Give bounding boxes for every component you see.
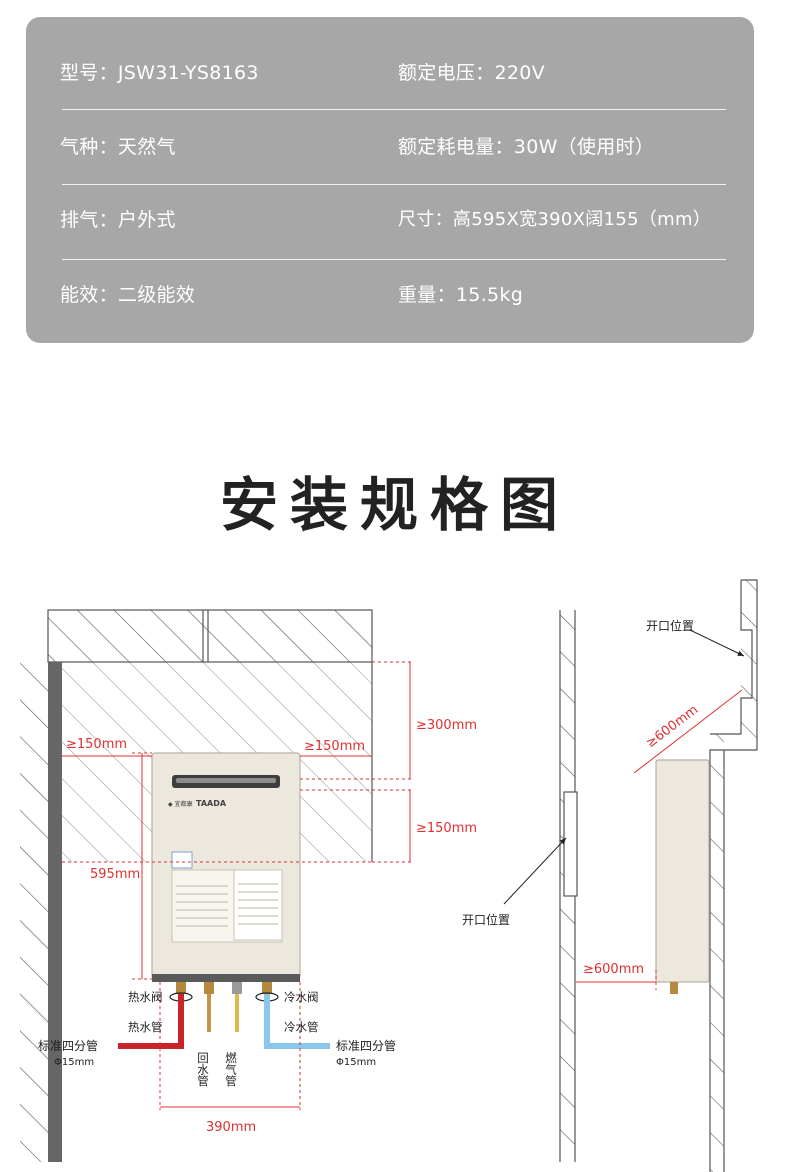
pipes [118,994,330,1049]
std-pipe-right-label: 标准四分管 [336,1038,396,1053]
arrow-opening-top [689,629,745,657]
cold-water-pipe [264,994,330,1049]
cold-fitting [262,982,272,994]
spec-efficiency: 能效：二级能效 [60,284,196,306]
left-wall-hatch [20,662,48,1162]
spec-exhaust: 排气：户外式 [60,209,176,231]
spec-weight: 重量：15.5kg [398,284,524,306]
side-wall-right-hatch [741,580,757,750]
energy-label [171,851,193,869]
cold-pipe-label: 冷水管 [284,1020,319,1034]
return-pipe-label: 回水管 [196,1052,210,1087]
water-heater-side [655,759,710,983]
side-view [559,579,758,1172]
hot-fitting [176,982,186,994]
spec-gas: 气种：天然气 [60,136,176,158]
brand-label: TAADA [196,799,227,808]
spec-divider [62,259,726,260]
wall-opening-left [563,791,578,897]
height-label: 595mm [90,867,140,882]
spec-voltage: 额定电压：220V [398,62,545,84]
clear-left-label: ≥150mm [66,737,127,752]
spec-power: 额定耗电量：30W（使用时） [398,136,655,158]
spec-divider [62,109,726,110]
spec-divider [62,184,726,185]
opening-left-label: 开口位置 [462,912,510,927]
hot-water-pipe [118,994,184,1049]
installation-diagram: ◆ 宜都康 TAADA [20,579,758,1172]
top-beam [47,609,373,663]
exhaust-vent-slot [176,778,276,783]
clear-top-label: ≥300mm [416,718,477,733]
gas-pipe-label: 燃气管 [224,1051,238,1087]
dia-right-label: Φ15mm [336,1057,376,1068]
water-heater-front: ◆ 宜都康 TAADA [151,752,301,1002]
side-600-bottom-label: ≥600mm [583,962,644,977]
spec-model: 型号：JSW31-YS8163 [60,62,259,84]
cold-valve-label: 冷水阀 [284,990,319,1004]
side-wall-right-hatch [710,734,724,1172]
side-fitting [670,982,678,994]
width-label: 390mm [206,1120,256,1135]
spec-size: 尺寸：高595X宽390X阔155（mm） [398,209,712,230]
info-sticker-table [233,869,283,941]
opening-top-label: 开口位置 [646,618,694,633]
clear-mid-label: ≥150mm [416,821,477,836]
arrow-opening-left [503,837,567,905]
std-pipe-left-label: 标准四分管 [38,1038,98,1053]
return-fitting [204,982,214,994]
hot-pipe-label: 热水管 [128,1020,163,1034]
gas-fitting [232,982,242,994]
clear-right-label: ≥150mm [304,739,365,754]
hot-valve-label: 热水阀 [128,990,163,1004]
page-title: 安装规格图 [219,471,570,539]
spec-card: 型号：JSW31-YS8163 额定电压：220V 气种：天然气 额定耗电量：3… [26,17,754,343]
dim-line-side-diag [633,689,743,774]
left-wall [48,662,62,1162]
dia-left-label: Φ15mm [54,1057,94,1068]
brand-logo-text: ◆ 宜都康 [168,800,193,808]
heater-bottom [152,974,300,982]
